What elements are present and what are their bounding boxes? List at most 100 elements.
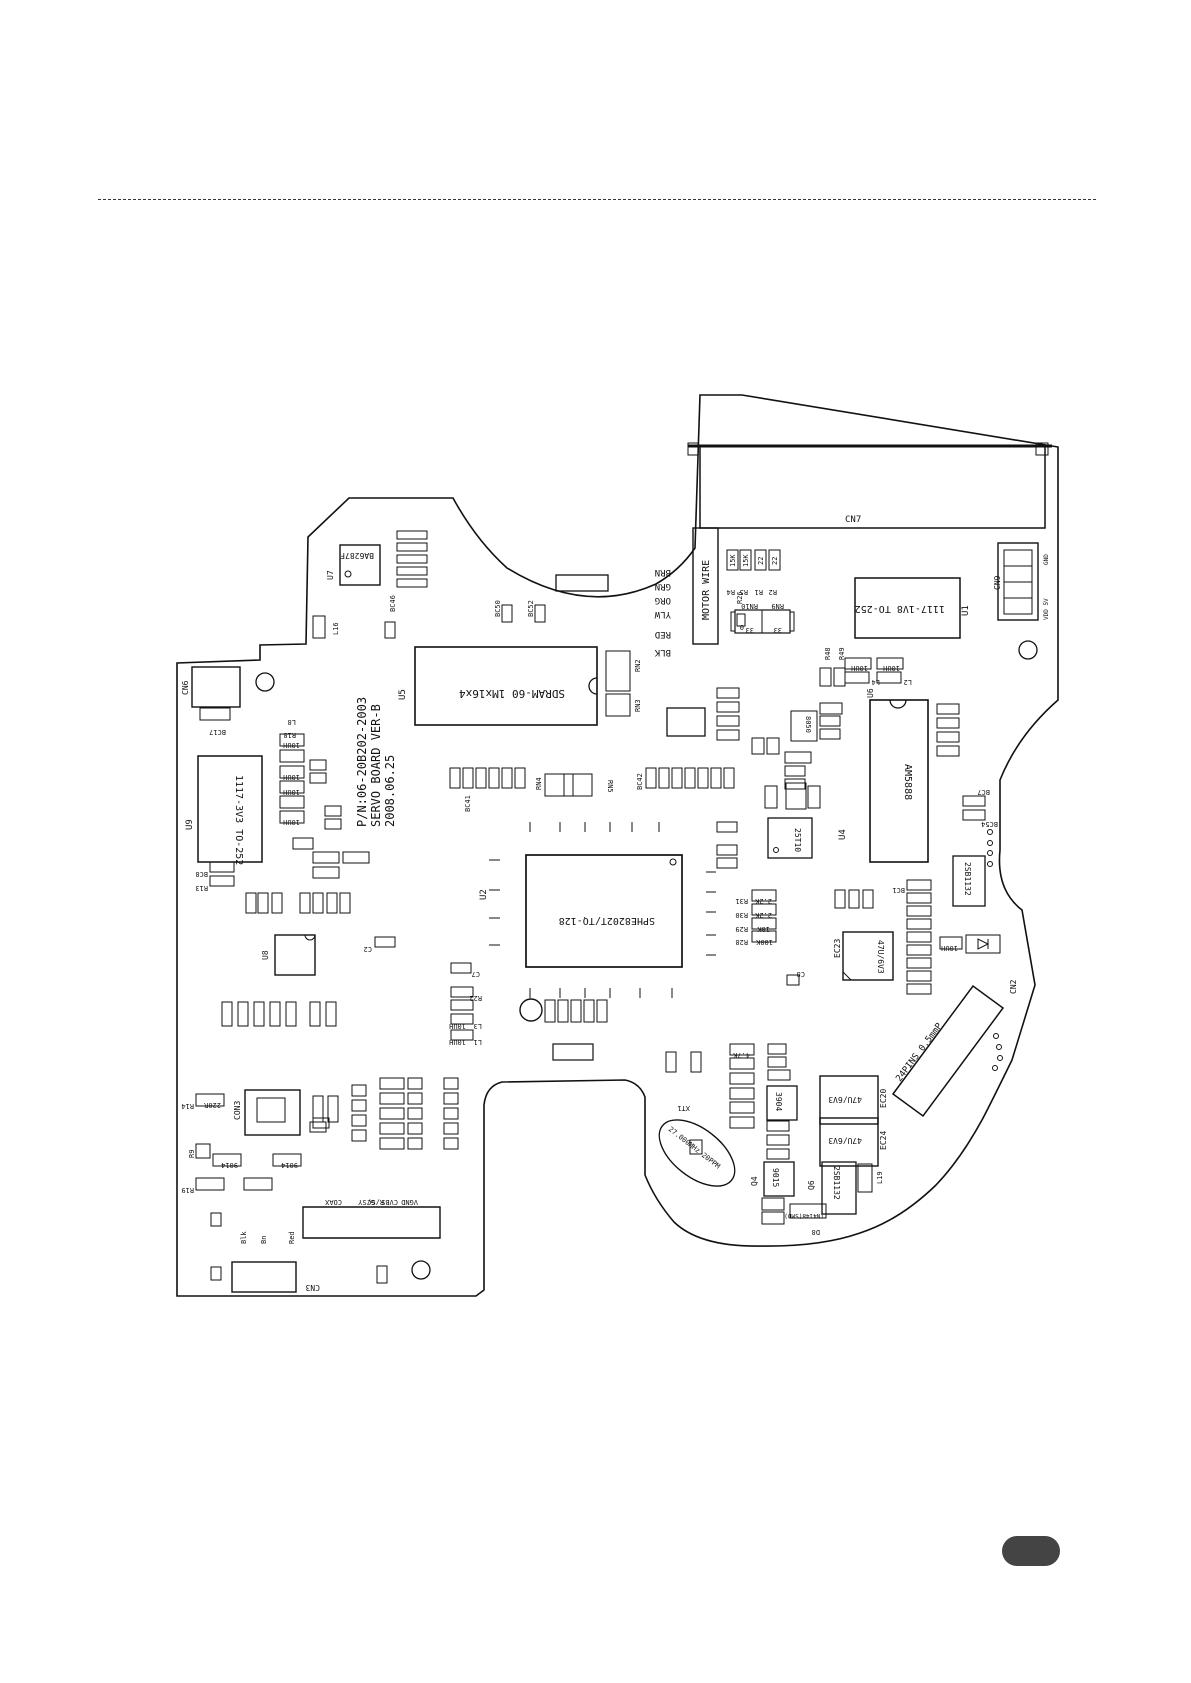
svg-text:ORG: ORG bbox=[655, 595, 671, 605]
inductors-l2-l4: 10UH 10UH L2 L4 bbox=[844, 657, 912, 686]
svg-text:L3: L3 bbox=[474, 1022, 482, 1030]
transistors-q4-q6: 9015 Q4 2SB1132 Q6 L19 IN4148(SMD) D8 bbox=[750, 1161, 884, 1236]
svg-text:BC17: BC17 bbox=[209, 728, 226, 736]
svg-text:U5: U5 bbox=[398, 689, 408, 700]
q7-l13-area: 8050 bbox=[751, 702, 843, 810]
board-info-text: P/N:06-20B202-2003 SERVO BOARD VER-B 200… bbox=[355, 697, 397, 827]
svg-text:C7: C7 bbox=[472, 970, 480, 978]
svg-text:10UH: 10UH bbox=[851, 664, 868, 672]
svg-text:YLW: YLW bbox=[654, 609, 671, 619]
q5-area: 2SB1132 BC1 10UH bbox=[834, 855, 1001, 995]
svg-text:L19: L19 bbox=[876, 1171, 884, 1184]
svg-text:R19: R19 bbox=[181, 1186, 194, 1194]
svg-text:9014: 9014 bbox=[221, 1161, 238, 1169]
part-number: P/N:06-20B202-2003 bbox=[355, 697, 369, 827]
svg-text:U9: U9 bbox=[185, 819, 195, 830]
svg-text:U4: U4 bbox=[838, 829, 848, 840]
resistor-networks-rn2-rn3: RN2 RN3 bbox=[605, 650, 642, 717]
svg-text:R9: R9 bbox=[188, 1150, 196, 1158]
svg-text:47U/6V3: 47U/6V3 bbox=[828, 1095, 862, 1104]
component-block bbox=[552, 1043, 594, 1061]
cap-row-bc21: 10UH 10UH L1 L3 R22 C7 bbox=[449, 962, 608, 1046]
r48-r49: R48 R49 bbox=[819, 647, 846, 687]
svg-text:1117-3V3 TO-252: 1117-3V3 TO-252 bbox=[233, 775, 244, 865]
svg-text:CN9: CN9 bbox=[993, 575, 1002, 590]
svg-text:BLK: BLK bbox=[654, 647, 671, 657]
svg-text:SDRAM-60 1Mx16x4: SDRAM-60 1Mx16x4 bbox=[459, 687, 565, 700]
connector-cn6: CN6 BC17 bbox=[181, 666, 275, 736]
svg-text:9014: 9014 bbox=[281, 1161, 298, 1169]
svg-text:COAX: COAX bbox=[324, 1198, 342, 1206]
svg-text:R2: R2 bbox=[769, 588, 777, 596]
svg-text:R30: R30 bbox=[735, 911, 748, 919]
cap-grid-l22 bbox=[309, 1077, 459, 1150]
cap-c2 bbox=[374, 936, 396, 948]
svg-text:10UH: 10UH bbox=[449, 1022, 466, 1030]
svg-text:R31: R31 bbox=[735, 897, 748, 905]
svg-text:R49: R49 bbox=[838, 647, 846, 660]
svg-text:BC41: BC41 bbox=[464, 795, 472, 812]
svg-text:22: 22 bbox=[757, 557, 765, 565]
mounting-hole bbox=[519, 998, 543, 1022]
inductor-stack-left: 10UH 10UH 10UH 10UH L8 R18 bbox=[279, 718, 305, 826]
svg-text:100K: 100K bbox=[755, 938, 773, 946]
svg-text:R18: R18 bbox=[283, 731, 296, 739]
con3-q1-q3: CON3 9014 9014 220R R14 R9 R19 bbox=[181, 1089, 302, 1194]
svg-text:8050: 8050 bbox=[804, 716, 812, 733]
caps-ec20-ec24: 47U/6V3 47U/6V3 EC20 EC24 bbox=[819, 1075, 888, 1167]
svg-text:2.2K: 2.2K bbox=[754, 911, 772, 919]
svg-text:D8: D8 bbox=[812, 1228, 820, 1236]
svg-text:1117-1V8 TO-252: 1117-1V8 TO-252 bbox=[855, 603, 945, 614]
svg-text:U8: U8 bbox=[261, 950, 270, 960]
svg-text:RN2: RN2 bbox=[634, 659, 642, 672]
svg-text:BC54: BC54 bbox=[981, 820, 998, 828]
connector-cn7: CN7 bbox=[687, 442, 1052, 529]
svg-text:CN3: CN3 bbox=[305, 1283, 320, 1292]
svg-text:GND: GND bbox=[1043, 554, 1050, 565]
board-outline bbox=[176, 394, 1059, 1297]
svg-text:L8: L8 bbox=[288, 718, 296, 726]
cap-column-bc42: BC42 bbox=[636, 767, 735, 790]
bc50-bc52: BC50 BC52 bbox=[494, 600, 546, 623]
svg-text:L16: L16 bbox=[332, 622, 340, 635]
svg-text:C2: C2 bbox=[364, 945, 372, 953]
svg-text:RN3: RN3 bbox=[634, 699, 642, 712]
svg-text:GRN: GRN bbox=[655, 581, 671, 591]
svg-text:BRN: BRN bbox=[655, 567, 671, 577]
svg-text:R14: R14 bbox=[181, 1102, 194, 1110]
chip-u4: AM5888 U4 U6 bbox=[838, 688, 929, 863]
svg-text:VDD 5V: VDD 5V bbox=[1043, 598, 1050, 620]
resistor-column-r28-r31: 2.2K 2.2K 10K 100K R31 R30 R29 R28 bbox=[735, 889, 777, 946]
svg-text:R5: R5 bbox=[740, 588, 748, 596]
svg-text:2SB1132: 2SB1132 bbox=[832, 1166, 841, 1200]
svg-text:Bn: Bn bbox=[260, 1236, 268, 1244]
svg-text:Red: Red bbox=[288, 1231, 296, 1244]
resistor-column-r50-r53 bbox=[716, 821, 738, 869]
resistor-networks-rn4-rn5: RN4 RN5 bbox=[535, 773, 614, 797]
svg-text:IN4148(SMD): IN4148(SMD) bbox=[784, 1212, 824, 1219]
svg-text:BC52: BC52 bbox=[527, 600, 535, 617]
svg-text:2.2K: 2.2K bbox=[754, 897, 772, 905]
chip-u5-sdram: SDRAM-60 1Mx16x4 U5 bbox=[398, 646, 598, 726]
svg-text:G/SY: G/SY bbox=[357, 1198, 375, 1206]
regulator-u9: 1117-3V3 TO-252 U9 bbox=[185, 755, 263, 865]
svg-text:47U/6V3: 47U/6V3 bbox=[876, 940, 885, 974]
crystal-xt1: 27.000MHz 20PPM XT1 bbox=[658, 1104, 736, 1187]
svg-text:EC20: EC20 bbox=[879, 1089, 888, 1108]
svg-text:R22: R22 bbox=[469, 994, 482, 1002]
cap-column-bc5: BC8 R13 bbox=[195, 759, 370, 892]
svg-text:AM5888: AM5888 bbox=[902, 764, 913, 800]
svg-text:27.000MHz 20PPM: 27.000MHz 20PPM bbox=[667, 1125, 722, 1170]
svg-text:EC24: EC24 bbox=[879, 1131, 888, 1150]
connector-cn3: CN3 Blk Bn Red bbox=[231, 1231, 320, 1293]
svg-text:U2: U2 bbox=[479, 889, 489, 900]
svg-text:CN2: CN2 bbox=[1009, 979, 1018, 994]
motor-wire-connector: MOTOR WIRE BRN GRN ORG YLW RED BLK bbox=[654, 527, 719, 657]
svg-text:4.7K: 4.7K bbox=[732, 1051, 750, 1059]
svg-text:22: 22 bbox=[771, 557, 779, 565]
svg-text:SPHE8202T/TQ-128: SPHE8202T/TQ-128 bbox=[559, 915, 655, 926]
svg-text:EC23: EC23 bbox=[833, 939, 842, 958]
cap-column-bc41: BC41 bbox=[449, 767, 526, 812]
